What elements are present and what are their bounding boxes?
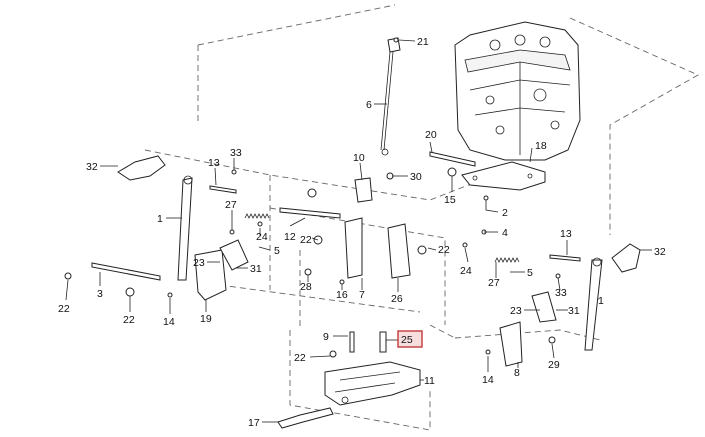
callout-19: 19: [200, 313, 212, 325]
segment-31-right: [531, 291, 557, 323]
assembly-boundaries: [144, 4, 699, 431]
callout-23-right: 23: [510, 305, 522, 317]
callout-6: 6: [366, 99, 372, 111]
link-32-right: [611, 243, 641, 273]
pin-9: [349, 331, 355, 353]
bracket-26: [387, 223, 411, 279]
mounting-plate: [461, 161, 546, 191]
spring-5-right: [494, 257, 520, 263]
callout-1-right: 1: [598, 295, 604, 307]
callout-31-right: 31: [568, 305, 580, 317]
callout-30: 30: [410, 171, 422, 183]
lever-1-right: [584, 257, 603, 351]
bracket-7: [344, 217, 363, 279]
rod-6: [380, 37, 401, 156]
callout-22-upper-right: 22: [438, 244, 450, 256]
small-hardware: [64, 37, 561, 358]
lever-1-left: [177, 175, 193, 281]
callout-33-right: 33: [555, 287, 567, 299]
callout-24-right: 24: [460, 265, 472, 277]
callout-5-left: 5: [274, 245, 280, 257]
callout-7: 7: [359, 289, 365, 301]
callout-27-right: 27: [488, 277, 500, 289]
callout-24-left: 24: [256, 231, 268, 243]
callout-23-left: 23: [193, 257, 205, 269]
callout-27-left: 27: [225, 199, 237, 211]
lever-17: [277, 407, 334, 429]
callout-1-left: 1: [157, 213, 163, 225]
shaft-3: [91, 262, 161, 281]
link-32-left: [117, 155, 166, 181]
callout-29: 29: [548, 359, 560, 371]
callout-17: 17: [248, 417, 260, 429]
segment-31-left: [219, 239, 249, 271]
callouts: 21 6 20 18 32 13 33 10 30 15 1 27 2 24 4…: [58, 36, 666, 429]
frame-11: [324, 361, 421, 406]
callout-10: 10: [353, 152, 365, 164]
callout-13-right: 13: [560, 228, 572, 240]
callout-8: 8: [514, 367, 520, 379]
callout-12: 12: [284, 231, 296, 243]
callout-15: 15: [444, 194, 456, 206]
callout-3: 3: [97, 288, 103, 300]
callout-11: 11: [424, 375, 435, 387]
highlight-box-25: [397, 330, 423, 348]
callout-31-left: 31: [250, 263, 262, 275]
bracket-8: [499, 321, 523, 367]
callout-20: 20: [425, 129, 437, 141]
callout-22-far-left: 22: [58, 303, 70, 315]
pin-25: [379, 331, 387, 353]
callout-21: 21: [417, 36, 429, 48]
callout-22-mid-left: 22: [123, 314, 135, 326]
bracket-19: [194, 249, 227, 301]
gearbox-housing: [454, 21, 581, 161]
callout-28: 28: [300, 281, 312, 293]
shaft-12: [279, 207, 341, 219]
pin-13-left: [209, 185, 237, 194]
callout-9: 9: [323, 331, 329, 343]
callout-26: 26: [391, 293, 403, 305]
callout-25: 25: [401, 334, 413, 346]
spring-5-left: [244, 213, 270, 219]
callout-2: 2: [502, 207, 508, 219]
bracket-10: [354, 177, 373, 203]
callout-33-left: 33: [230, 147, 242, 159]
callout-13-left: 13: [208, 157, 220, 169]
callout-14-left: 14: [163, 316, 175, 328]
callout-5-right: 5: [527, 267, 533, 279]
callout-4: 4: [502, 227, 508, 239]
callout-16: 16: [336, 289, 348, 301]
callout-22-upper-left: 22: [300, 234, 312, 246]
leader-lines: [65, 39, 652, 423]
pin-13-right: [549, 254, 581, 262]
callout-18: 18: [535, 140, 547, 152]
callout-22-bottom: 22: [294, 352, 306, 364]
callout-32-left: 32: [86, 161, 98, 173]
callout-32-right: 32: [654, 246, 666, 258]
callout-14-right: 14: [482, 374, 494, 386]
pin-20: [429, 151, 476, 167]
